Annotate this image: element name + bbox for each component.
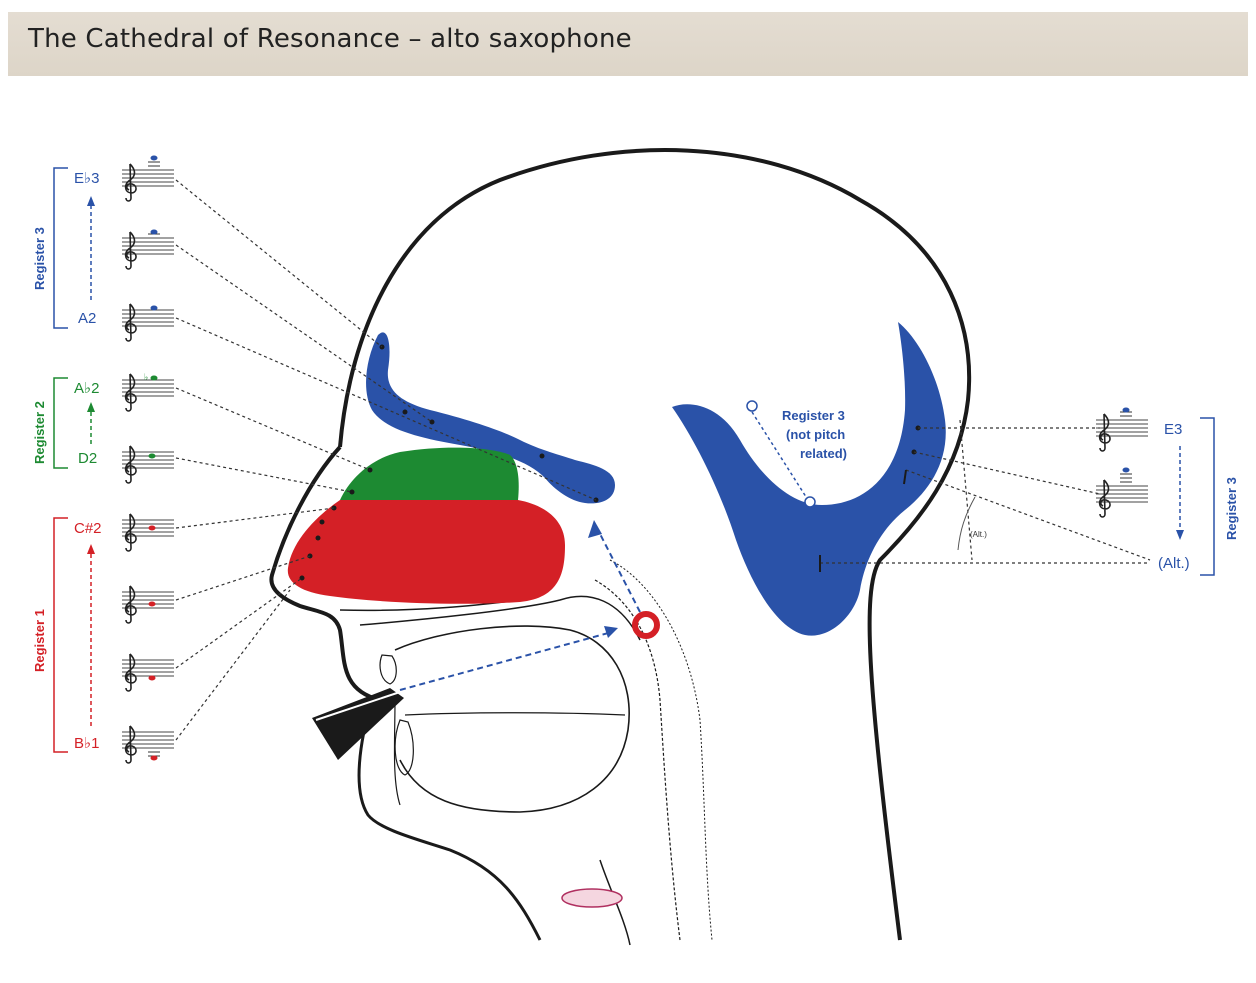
alt-arc (958, 497, 975, 550)
register3-label: Register 3 (32, 227, 47, 290)
register2-label: Register 2 (32, 401, 47, 464)
head-note-line3: related) (800, 446, 847, 461)
note-label-e3: E3 (1164, 421, 1182, 438)
teeth-upper (380, 655, 396, 684)
register1-bracket (54, 518, 95, 752)
mouthpiece (312, 688, 404, 760)
staff-e3 (1096, 408, 1148, 452)
staff-note-2 (122, 230, 174, 270)
register3-bracket (54, 168, 95, 328)
note-label-ab2: A♭2 (74, 380, 99, 397)
note-label-alt: (Alt.) (1158, 555, 1190, 572)
note-label-bb1: B♭1 (74, 735, 99, 752)
note-label-a2: A2 (78, 310, 96, 327)
staff-note-7 (122, 586, 174, 623)
note-label-c#2: C#2 (74, 520, 102, 537)
staff-bb1 (122, 726, 174, 763)
staff-c#2 (122, 514, 174, 551)
tongue (395, 626, 629, 812)
head-note-line1: Register 3 (782, 408, 845, 423)
note-label-d2: D2 (78, 450, 97, 467)
reed-source-ring (635, 614, 657, 636)
head-point-top (747, 401, 757, 411)
staff-alt-note (1096, 468, 1148, 518)
staff-a2 (122, 304, 174, 341)
staff-note-8 (122, 654, 174, 691)
staff-d2 (122, 446, 174, 483)
staff-eb3 (122, 156, 174, 202)
larynx (562, 889, 622, 907)
register1-label: Register 1 (32, 609, 47, 672)
register3-right-label: Register 3 (1224, 477, 1239, 540)
tongue-mid (405, 713, 625, 715)
head-note-line2: (not pitch (786, 427, 845, 442)
alt-small-label: (Alt.) (970, 530, 987, 539)
staff-ab2: ♭ (122, 373, 174, 411)
register3-right-bracket (1176, 418, 1214, 575)
svg-text:♭: ♭ (144, 373, 148, 383)
chin-profile (359, 700, 540, 940)
register1-region-red (288, 500, 565, 604)
head-point-bottom (805, 497, 815, 507)
note-label-eb3: E♭3 (74, 170, 99, 187)
